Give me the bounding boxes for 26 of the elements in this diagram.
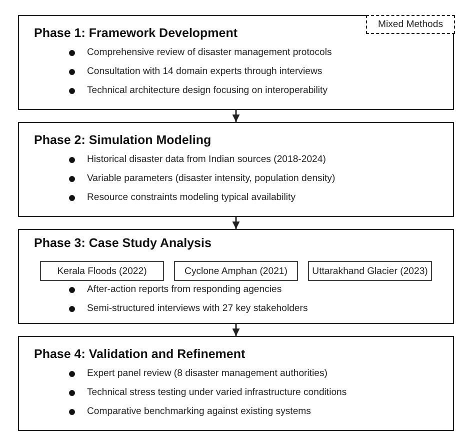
bullet-item: Consultation with 14 domain experts through interviews bbox=[69, 66, 322, 78]
arrow bbox=[232, 110, 240, 122]
bullet-item: Variable parameters (disaster intensity, population density) bbox=[69, 173, 336, 185]
arrow bbox=[232, 324, 240, 336]
bullet-item: Technical architecture design focusing on interoperability bbox=[69, 85, 328, 97]
bullet-item: Technical stress testing under varied infrastructure conditions bbox=[69, 387, 347, 399]
phase-heading: Phase 3: Case Study Analysis bbox=[34, 236, 212, 251]
bullet-item: Comparative benchmarking against existing systems bbox=[69, 406, 311, 418]
phase-box bbox=[18, 15, 454, 110]
bullet-item: After-action reports from responding agencies bbox=[69, 284, 282, 296]
phase-heading: Phase 2: Simulation Modeling bbox=[34, 133, 212, 148]
bullet-item: Comprehensive review of disaster management protocols bbox=[69, 47, 332, 59]
bullet-item: Expert panel review (8 disaster management authorities) bbox=[69, 368, 328, 380]
phase-box bbox=[18, 122, 454, 217]
bullet-item: Resource constraints modeling typical availability bbox=[69, 192, 296, 204]
bullet-item: Semi-structured interviews with 27 key stakeholders bbox=[69, 303, 308, 315]
phase-heading: Phase 1: Framework Development bbox=[34, 26, 238, 41]
phase-box bbox=[18, 336, 454, 431]
phase-box bbox=[18, 229, 454, 324]
case-box: Cyclone Amphan (2021) bbox=[174, 261, 298, 281]
phase-heading: Phase 4: Validation and Refinement bbox=[34, 347, 246, 362]
arrow bbox=[232, 217, 240, 229]
case-box: Uttarakhand Glacier (2023) bbox=[308, 261, 432, 281]
dashed-tag: Mixed Methods bbox=[366, 15, 455, 34]
bullet-item: Historical disaster data from Indian sources (2018-2024) bbox=[69, 154, 326, 166]
case-box: Kerala Floods (2022) bbox=[40, 261, 164, 281]
